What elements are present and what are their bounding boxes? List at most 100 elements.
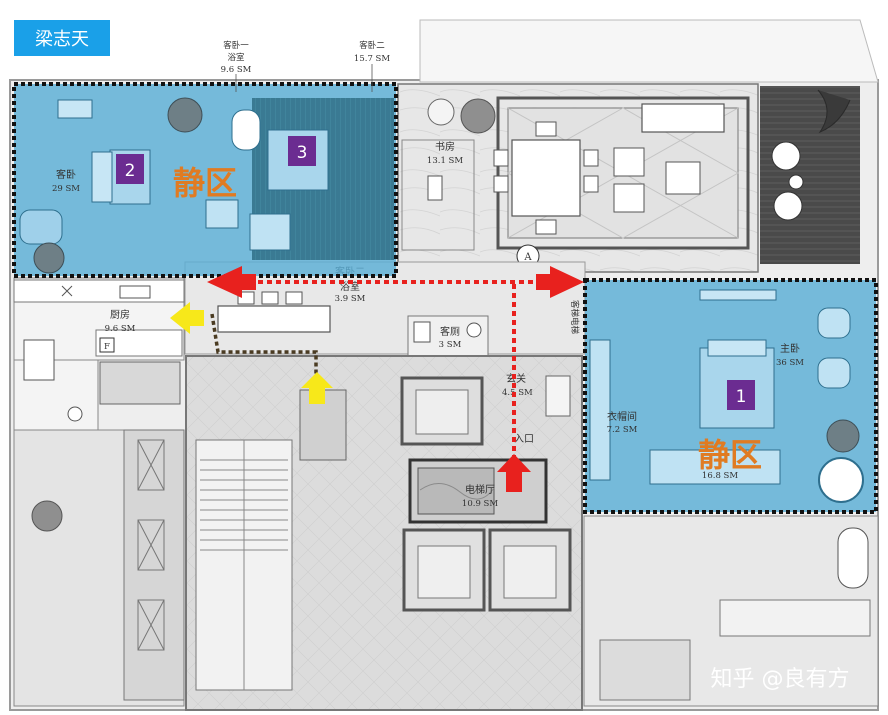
master-tv-console	[699, 289, 777, 301]
marker-2	[116, 154, 144, 184]
guest-bed-area: 29 SM	[52, 184, 80, 194]
yellow-arrow-up	[301, 372, 333, 404]
closet-name: 衣帽间	[607, 410, 637, 423]
author-badge-text: 梁志天	[35, 29, 89, 50]
study-desk	[427, 175, 443, 201]
guest-bathtub	[231, 109, 261, 151]
fridge-mark	[99, 337, 115, 353]
armchair-2	[613, 183, 645, 213]
kitchen-island	[217, 305, 331, 333]
balcony-area	[419, 19, 879, 83]
service-bed	[23, 339, 55, 381]
kitchen-sink	[61, 285, 73, 297]
elevator-lobby-area: 10.9 SM	[462, 499, 498, 509]
guest2-bath-area: 3.9 SM	[335, 294, 366, 304]
stair-treads	[200, 440, 288, 690]
guest-bed-name: 客卧	[56, 168, 76, 181]
service-lift-car	[415, 389, 469, 435]
master-bed-pillows	[707, 339, 767, 357]
kitchen-hob	[119, 285, 151, 299]
study-name: 书房	[435, 140, 455, 153]
master-round-bathtub	[818, 457, 864, 503]
study-room	[401, 139, 475, 251]
kitchen-area: 9.6 SM	[105, 324, 136, 334]
guest-vanity	[205, 199, 239, 229]
master-armchair-2	[817, 357, 851, 389]
marker-1-label: 1	[736, 387, 747, 407]
service-path	[210, 313, 318, 376]
coffee-table	[665, 161, 701, 195]
lower-left-shaft-boxes	[137, 439, 165, 651]
kitchen-name: 厨房	[110, 308, 130, 321]
marker-1	[727, 380, 755, 410]
terrace-table	[788, 174, 804, 190]
terrace-chair-1	[771, 141, 801, 171]
dining-table	[511, 139, 581, 217]
lower-bathtub	[837, 527, 869, 589]
guest2-area: 15.7 SM	[354, 54, 390, 64]
author-badge	[14, 20, 110, 56]
entrance-label: 入口	[514, 434, 534, 445]
wc-basin	[466, 322, 482, 338]
foyer-area: 4.5 SM	[502, 388, 533, 398]
yellow-arrow-left	[170, 302, 204, 334]
lift-car-2	[503, 545, 557, 599]
elevator-lobby-name: 电梯厅	[465, 483, 495, 496]
lower-shaft	[599, 639, 691, 701]
section-marker-label: A	[523, 252, 532, 263]
guest-sofa	[57, 99, 93, 119]
master-name: 主卧	[780, 342, 800, 355]
dining-chairs	[493, 121, 599, 235]
column-3	[33, 242, 65, 274]
guest2-bath-sub: 浴室	[340, 280, 360, 293]
study-area: 13.1 SM	[427, 156, 463, 166]
terrace-chair-2	[773, 191, 803, 221]
kitchen-counter	[13, 279, 185, 303]
shaft-1	[99, 361, 181, 405]
elevator-note: 客梯电梯	[569, 300, 580, 335]
left-zone-label: 静区	[173, 164, 237, 202]
column-2	[460, 98, 496, 134]
wc-toilet	[413, 321, 431, 343]
column-1	[167, 97, 203, 133]
right-zone-label: 静区	[698, 436, 762, 474]
master-vanity	[649, 449, 781, 485]
armchair-1	[613, 147, 645, 177]
guest-armchair	[19, 209, 63, 245]
study-lamp	[427, 98, 455, 126]
watermark: 知乎 @良有方	[711, 667, 850, 692]
column-4	[826, 419, 860, 453]
master-bath-area: 16.8 SM	[702, 471, 738, 481]
closet-area: 7.2 SM	[607, 425, 638, 435]
fridge-letter: F	[104, 342, 110, 352]
living-sofa	[641, 103, 725, 133]
guest-wc-name: 客厕	[440, 325, 460, 338]
guest2-wardrobe	[249, 213, 291, 251]
red-arrow-left	[207, 266, 256, 298]
red-arrow-right	[536, 266, 584, 298]
guest-bed-pillows	[91, 151, 113, 203]
guest2-name: 客卧二	[359, 40, 385, 51]
guest1-bath-name: 客卧一	[223, 40, 249, 51]
lower-bed	[719, 599, 871, 637]
marker-2-label: 2	[125, 161, 136, 181]
lobby-stone-panel	[417, 467, 495, 515]
column-5	[31, 500, 63, 532]
red-arrow-up	[497, 454, 531, 492]
service-toilet	[67, 406, 83, 422]
master-area: 36 SM	[776, 358, 804, 368]
marker-3-label: 3	[297, 143, 308, 163]
guest1-bath-sub: 浴室	[227, 52, 245, 63]
living-rug-border	[496, 96, 750, 250]
lift-car-1	[417, 545, 471, 599]
marker-3	[288, 136, 316, 166]
terrace-deck	[760, 86, 860, 264]
closet-wardrobe	[589, 339, 611, 481]
lobby-veins	[419, 483, 495, 500]
bar-stools	[237, 291, 303, 305]
guest1-bath-area: 9.6 SM	[221, 65, 252, 75]
guest-wc-area: 3 SM	[439, 340, 462, 350]
right-quiet-zone-border	[583, 278, 878, 514]
left-quiet-zone-border	[12, 82, 398, 278]
